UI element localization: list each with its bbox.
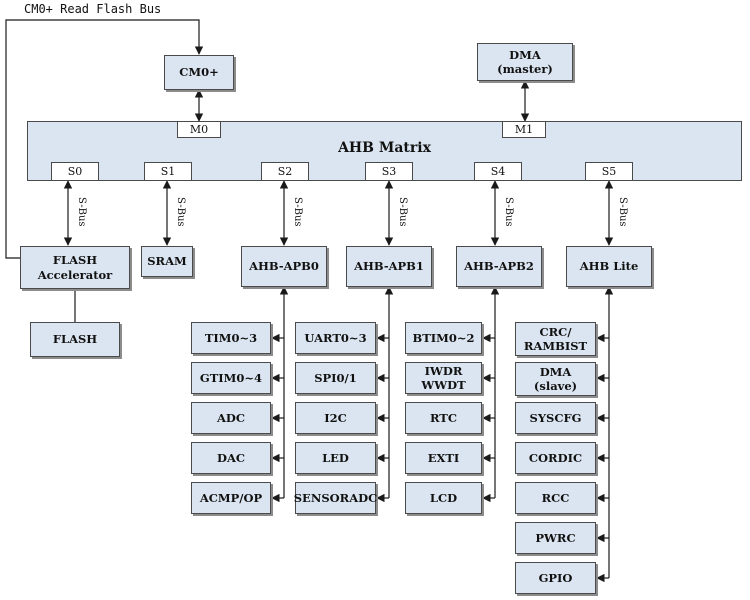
peripheral-led: LED — [295, 442, 376, 474]
ahb-apb1-box: AHB-APB1 — [346, 246, 432, 287]
matrix-port-s1: S1 — [144, 162, 192, 181]
sbus-label: S-Bus — [292, 197, 303, 227]
peripheral-gtim0-4: GTIM0~4 — [191, 362, 271, 394]
peripheral-dac: DAC — [191, 442, 271, 474]
peripheral-tim0-3: TIM0~3 — [191, 322, 271, 354]
peripheral-btim0-2: BTIM0~2 — [405, 322, 482, 354]
sbus-label: S-Bus — [503, 197, 514, 227]
peripheral-cordic: CORDIC — [515, 442, 596, 474]
matrix-port-s0: S0 — [51, 162, 99, 181]
matrix-port-s2: S2 — [261, 162, 309, 181]
matrix-port-m0: M0 — [177, 121, 221, 138]
flash-box: FLASH — [30, 322, 120, 357]
peripheral-exti: EXTI — [405, 442, 482, 474]
flash-accelerator-box: FLASH Accelerator — [20, 246, 130, 289]
sram-box: SRAM — [141, 246, 193, 277]
sbus-label: S-Bus — [397, 197, 408, 227]
peripheral-pwrc: PWRC — [515, 522, 596, 554]
peripheral-uart0-3: UART0~3 — [295, 322, 376, 354]
peripheral-adc: ADC — [191, 402, 271, 434]
peripheral-lcd: LCD — [405, 482, 482, 514]
peripheral-rtc: RTC — [405, 402, 482, 434]
ahb-matrix-title: AHB Matrix — [338, 140, 431, 156]
sbus-label: S-Bus — [76, 197, 87, 227]
matrix-port-s5: S5 — [585, 162, 633, 181]
sbus-label: S-Bus — [175, 197, 186, 227]
matrix-port-s4: S4 — [474, 162, 522, 181]
cm0plus-core-box: CM0+ — [164, 55, 234, 90]
ahb-apb2-box: AHB-APB2 — [456, 246, 542, 287]
peripheral-spi0-1: SPI0/1 — [295, 362, 376, 394]
ahb-lite-box: AHB Lite — [566, 246, 652, 287]
peripheral-rcc: RCC — [515, 482, 596, 514]
read-flash-bus-label: CM0+ Read Flash Bus — [24, 2, 162, 16]
matrix-port-m1: M1 — [502, 121, 546, 138]
peripheral-gpio: GPIO — [515, 562, 596, 594]
dma-master-box: DMA (master) — [477, 43, 573, 81]
sbus-label: S-Bus — [617, 197, 628, 227]
peripheral-iwdr-wwdt: IWDR WWDT — [405, 362, 482, 394]
peripheral-crc-rambist: CRC/ RAMBIST — [515, 322, 596, 356]
matrix-port-s3: S3 — [365, 162, 413, 181]
peripheral-acmp-op: ACMP/OP — [191, 482, 271, 514]
peripheral-syscfg: SYSCFG — [515, 402, 596, 434]
peripheral-i2c: I2C — [295, 402, 376, 434]
ahb-apb0-box: AHB-APB0 — [241, 246, 327, 287]
peripheral-dma-slave: DMA (slave) — [515, 362, 596, 396]
peripheral-sensoradc: SENSORADC — [294, 482, 377, 514]
read-flash-bus-line — [5, 19, 204, 259]
